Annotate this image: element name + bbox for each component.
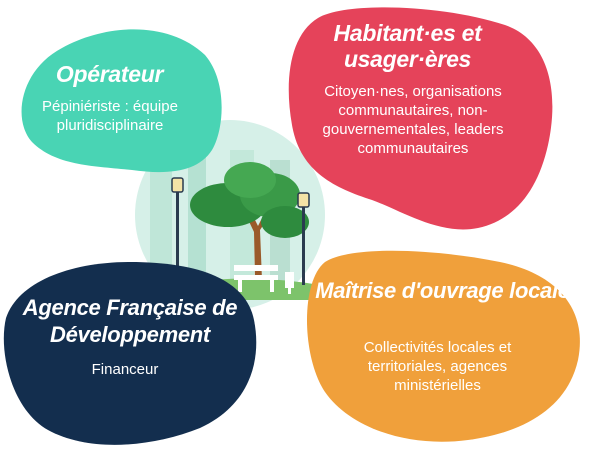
operateur-subtitle: Pépiniériste : équipe pluridisciplinaire [42, 98, 178, 134]
operateur-title: Opérateur [55, 61, 164, 87]
blob-afd [3, 262, 257, 445]
park-tree-icon [190, 162, 309, 280]
blob-habitants [288, 7, 553, 230]
maitrise-subtitle: Collectivités locales et territoriales, … [363, 339, 512, 394]
maitrise-title: Maîtrise d'ouvrage locale [315, 278, 570, 303]
blob-maitrise [306, 250, 580, 442]
trash-bin-icon [285, 272, 294, 294]
habitants-subtitle: Citoyen·nes, organisations communautaire… [322, 83, 504, 157]
lamp-post-icon [171, 177, 184, 285]
afd-title: Agence Française de Développement [22, 295, 238, 347]
afd-subtitle: Financeur [91, 361, 159, 378]
bench-icon [234, 265, 278, 292]
building-shape [150, 150, 172, 300]
blob-operateur [21, 29, 222, 173]
lamp-post-icon [297, 192, 310, 285]
habitants-title: Habitant·es et usager·ères [333, 20, 482, 72]
